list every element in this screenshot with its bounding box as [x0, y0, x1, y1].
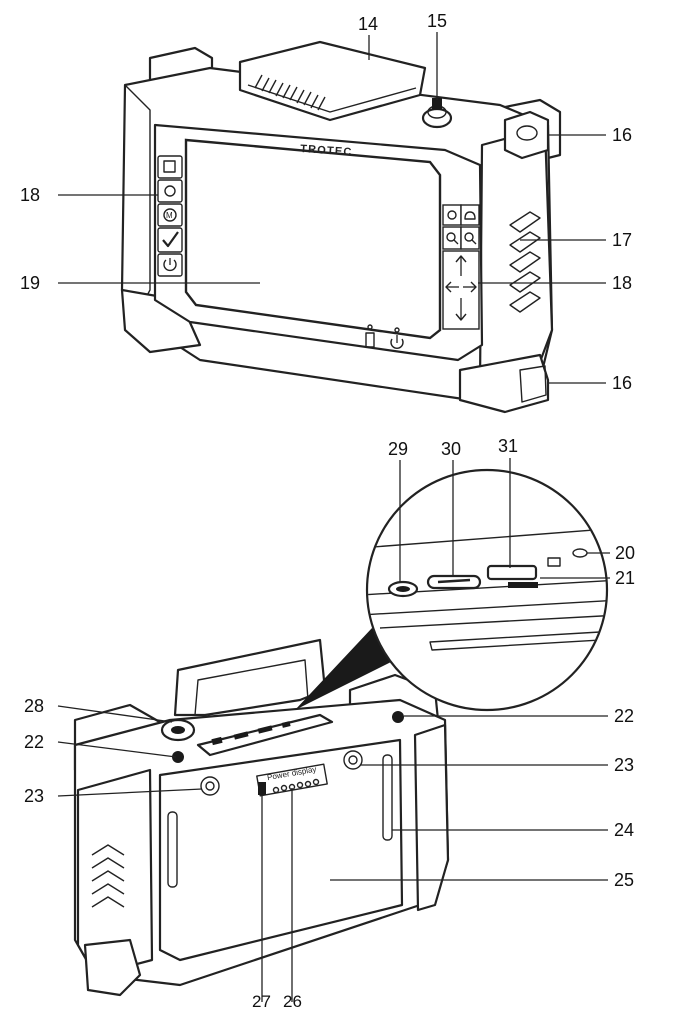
back-leader-lines: [57, 458, 610, 1002]
callout-28: 28: [24, 696, 44, 716]
zoom-in-button[interactable]: [460, 226, 480, 250]
handle-groove-right: [382, 754, 393, 841]
arrow-left-icon: [445, 281, 459, 293]
card-slot: [508, 582, 538, 588]
check-icon: [162, 231, 179, 248]
arrow-right-icon: [463, 281, 477, 293]
m-icon: [163, 208, 177, 222]
handle-groove-left: [167, 811, 178, 888]
callout-18-left: 18: [20, 185, 40, 205]
zoom-out-button[interactable]: [442, 226, 462, 250]
mode-button[interactable]: [157, 203, 183, 227]
callout-23-left: 23: [24, 786, 44, 806]
sunshade: [238, 40, 427, 122]
callout-26: 26: [283, 992, 302, 1009]
sunshade-grip: [254, 74, 326, 111]
magnified-detail: [365, 468, 609, 712]
front-leader-lines: [58, 32, 606, 384]
port-31: [486, 564, 538, 581]
back-left-vents: [91, 844, 125, 908]
callout-16-top: 16: [612, 125, 632, 145]
power-icon: [163, 258, 177, 272]
brightness-button[interactable]: [442, 204, 462, 226]
left-button-column: M: [157, 155, 183, 277]
callout-20: 20: [615, 543, 635, 563]
callout-24: 24: [614, 820, 634, 840]
zoom-in-icon: [464, 232, 477, 245]
front-right-rubber-block: [478, 126, 554, 387]
battery-icon: [365, 332, 375, 348]
power-icon: [390, 335, 404, 349]
callout-23-right: 23: [614, 755, 634, 775]
callout-27: 27: [252, 992, 271, 1009]
callout-22-left: 22: [24, 732, 44, 752]
front-view: TROTEC M: [120, 40, 562, 414]
power-display-leds: [272, 778, 320, 794]
focus-ring: [421, 98, 453, 129]
callout-18-right: 18: [612, 273, 632, 293]
mounting-screws: [200, 750, 363, 796]
connector-strip: [196, 713, 334, 757]
callout-31: 31: [498, 436, 518, 456]
svg-text:M: M: [166, 211, 173, 220]
callout-19: 19: [20, 273, 40, 293]
arrow-up-icon: [455, 255, 467, 276]
brand-logo-text: TROTEC: [300, 143, 353, 159]
cloud-icon: [464, 211, 476, 220]
sun-icon: [447, 210, 457, 220]
back-panel: [158, 738, 404, 962]
home-icon: [163, 160, 176, 173]
right-button-panel: [442, 204, 480, 330]
callout-25: 25: [614, 870, 634, 890]
battery-icon: [258, 782, 266, 795]
palette-button[interactable]: [460, 204, 480, 226]
zoom-out-icon: [446, 232, 459, 245]
callout-30: 30: [441, 439, 461, 459]
camera-button[interactable]: [157, 179, 183, 203]
strap-knobs: [172, 711, 404, 763]
status-indicators: [365, 324, 404, 349]
back-right-rubber: [413, 723, 450, 912]
strap-loop-top: [503, 110, 550, 160]
home-button[interactable]: [157, 155, 183, 179]
back-bottom-left-bumper: [83, 938, 142, 997]
callout-29: 29: [388, 439, 408, 459]
callout-21: 21: [615, 568, 635, 588]
callout-16-bottom: 16: [612, 373, 632, 393]
confirm-button[interactable]: [157, 227, 183, 253]
callout-14: 14: [358, 14, 378, 34]
display-screen: [184, 138, 442, 340]
camera-icon: [164, 185, 176, 197]
callout-17: 17: [612, 230, 632, 250]
zoom-wedge: [295, 628, 395, 710]
callout-15: 15: [427, 11, 447, 31]
callout-22-right: 22: [614, 706, 634, 726]
front-right-vents: [509, 211, 541, 313]
arrow-down-icon: [455, 298, 467, 321]
reset-button[interactable]: [547, 557, 561, 567]
